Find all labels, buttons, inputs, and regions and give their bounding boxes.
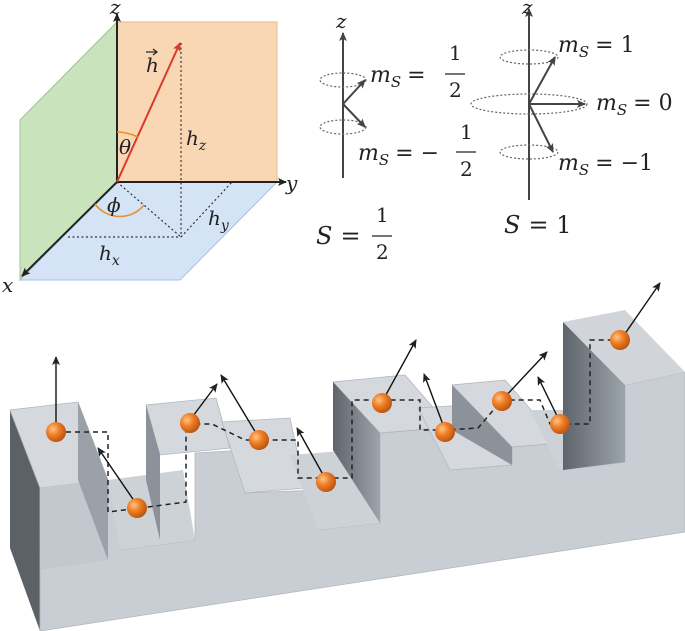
spin-minus-arrow: [528, 103, 554, 153]
vector-label: h: [146, 48, 159, 77]
spin-half-axis-label: z: [335, 9, 347, 33]
m-up-label: mS= 1 2: [370, 41, 465, 102]
m-minus-label: mS= −1: [558, 151, 653, 179]
m-down-label: mS= − 1 2: [358, 120, 476, 181]
spin-ball-1: [46, 422, 66, 442]
phi-label: ϕ: [107, 193, 121, 217]
vector-h: [116, 42, 181, 183]
coordinate-diagram: z y x h hz hy hx θ ϕ: [2, 0, 298, 297]
spin-ball-4: [249, 430, 269, 450]
svg-text:1: 1: [460, 120, 473, 144]
spin-arrow-5: [296, 427, 327, 481]
spin-one-diagram: z mS= 1 mS= 0 mS= −1 S= 1: [470, 0, 673, 239]
spin-one-total-label: S= 1: [504, 211, 571, 239]
svg-text:S=: S=: [316, 222, 361, 250]
spin-ball-3: [180, 413, 200, 433]
spin-arrows: [52, 282, 661, 506]
spin-one-axis-label: z: [521, 0, 533, 19]
spin-arrow-6: [381, 339, 417, 403]
x-axis: [21, 181, 118, 277]
spin-ball-5: [316, 472, 336, 492]
theta-label: θ: [119, 135, 131, 159]
spin-half-total-label: S= 1 2: [316, 203, 392, 264]
step-6-wall: [452, 385, 512, 465]
spin-arrow-3: [189, 383, 218, 421]
step-4-wall: [333, 382, 380, 523]
cone-up: [319, 72, 367, 88]
svg-text:1: 1: [376, 203, 389, 227]
svg-text:mS=: mS=: [370, 63, 426, 91]
stepped-block: [9, 310, 685, 631]
spin-ball-10: [610, 330, 630, 350]
spin-up-arrow: [342, 79, 366, 105]
svg-text:2: 2: [449, 78, 462, 102]
block-left-face: [10, 410, 40, 631]
block-right-wall: [563, 322, 625, 470]
spin-ball-9: [550, 414, 570, 434]
pit-1-floor: [108, 470, 195, 550]
spin-ball-8: [492, 391, 512, 411]
hy-label: hy: [208, 206, 230, 234]
cone-zero: [470, 93, 588, 115]
spin-down-arrow: [342, 103, 366, 128]
step-2-wall: [146, 405, 160, 540]
spin-arrow-9: [537, 376, 561, 423]
spin-half-diagram: z mS= 1 2 mS= − 1 2 S= 1 2: [316, 9, 476, 264]
spin-plus-arrow: [528, 56, 556, 105]
spin-arrow-2: [97, 447, 138, 506]
spin-ball-6: [372, 393, 392, 413]
theta-arc: [116, 131, 139, 138]
spin-arrow-8: [501, 351, 548, 401]
axis-z-label: z: [109, 0, 121, 19]
axis-x-label: x: [2, 273, 13, 297]
svg-text:2: 2: [460, 157, 473, 181]
svg-text:2: 2: [376, 240, 389, 264]
cone-plus: [499, 49, 559, 65]
phi-arc: [94, 203, 145, 218]
m-plus-label: mS= 1: [558, 33, 635, 61]
spin-ball-7: [435, 422, 455, 442]
vector-h-label: h: [146, 53, 159, 77]
spin-arrow-7: [423, 373, 446, 431]
axis-y-label: y: [285, 171, 298, 195]
cone-minus: [499, 144, 559, 160]
hx-label: hx: [99, 241, 120, 269]
hz-label: hz: [186, 126, 207, 154]
svg-text:mS= −: mS= −: [358, 141, 439, 169]
m-zero-label: mS= 0: [596, 91, 673, 119]
cone-down: [319, 119, 367, 135]
spin-arrow-10: [621, 282, 661, 339]
svg-text:1: 1: [449, 41, 462, 65]
spin-ball-2: [127, 498, 147, 518]
spin-arrow-4: [220, 374, 260, 439]
spin-balls: [46, 330, 630, 518]
pit-1-wall: [78, 402, 108, 560]
projection-lines: [68, 43, 233, 238]
spin-chain-dashes: [57, 339, 622, 513]
xz-plane: [116, 21, 278, 183]
